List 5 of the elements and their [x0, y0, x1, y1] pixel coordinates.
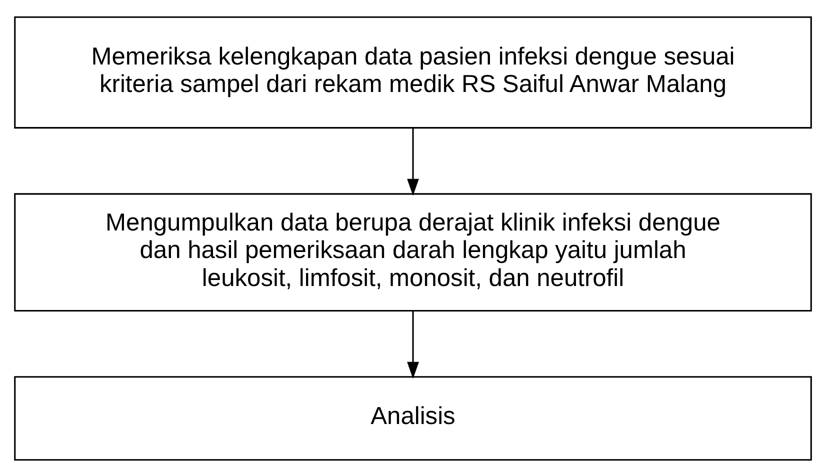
node-box: Analisis — [14, 376, 812, 460]
arrow — [407, 310, 419, 378]
node-box: Mengumpulkan data berupa derajat klinik infeksi dengue dan hasil pemeriksaan darah lengkap yaitu jumlah leukosit, limfosit, monosit, dan neutrofil — [14, 192, 812, 312]
node-box: Memeriksa kelengkapan data pasien infeksi dengue sesuai kriteria sampel dari rekam medik RS Saiful Anwar Malang — [14, 16, 812, 128]
arrow — [407, 128, 419, 196]
